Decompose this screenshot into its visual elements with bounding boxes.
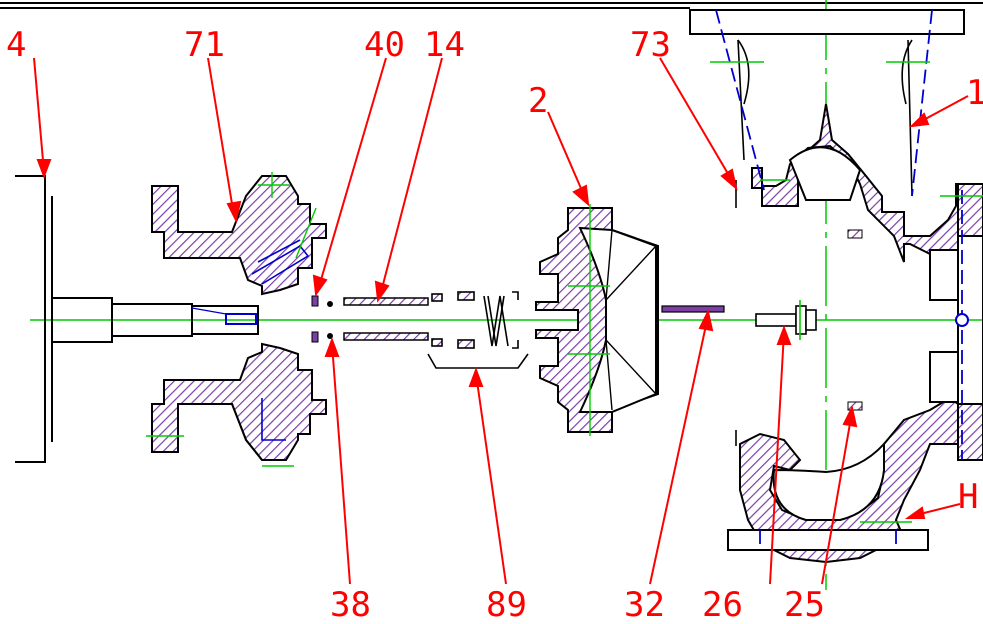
- callout-73: 73: [630, 25, 671, 65]
- callout-25: 25: [784, 585, 825, 624]
- key-32: [661, 305, 725, 313]
- rings-40-38: [311, 295, 333, 343]
- leader-lines: [33, 57, 969, 585]
- mechanical-seal-89: [427, 291, 529, 369]
- callout-2: 2: [528, 81, 548, 121]
- top-border: [0, 2, 983, 9]
- callout-1: 1: [966, 73, 983, 113]
- motor-part-4: [15, 175, 259, 463]
- callout-26: 26: [702, 585, 743, 624]
- impeller-2: [535, 204, 659, 436]
- bearing-housing-71: [146, 172, 327, 467]
- callout-89: 89: [486, 585, 527, 624]
- callouts: 4 71 40 14 2 73 1 38 89 32 26 25 H: [6, 25, 983, 624]
- main-centerline: [30, 0, 983, 590]
- bolt-26: [755, 300, 817, 340]
- callout-71: 71: [184, 25, 225, 65]
- callout-38: 38: [330, 585, 371, 624]
- callout-H: H: [958, 477, 978, 517]
- pump-casing-1: [689, 9, 983, 564]
- callout-4: 4: [6, 25, 26, 65]
- callout-32: 32: [624, 585, 665, 624]
- callout-40: 40: [364, 25, 405, 65]
- callout-14: 14: [424, 25, 465, 65]
- sleeve-14: [343, 297, 429, 341]
